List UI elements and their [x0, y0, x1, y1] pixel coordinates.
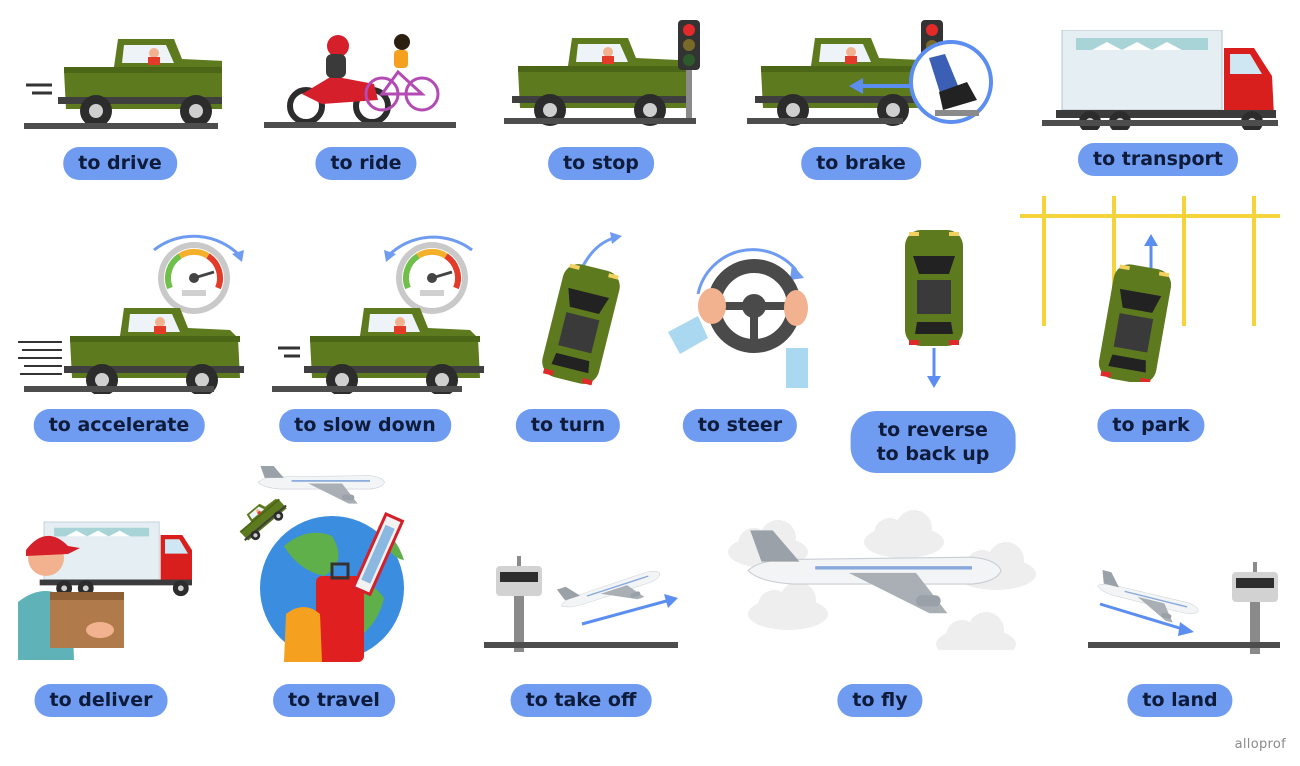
deliver-illustration	[18, 521, 192, 660]
bicycle-icon	[364, 34, 440, 112]
reverse-illustration	[905, 230, 963, 388]
label-steer: to steer	[682, 409, 798, 442]
jeep-icon	[304, 308, 484, 394]
park-illustration	[1020, 196, 1280, 382]
cloud-icon	[864, 510, 944, 558]
accelerate-illustration	[18, 234, 244, 394]
jeep-icon	[58, 39, 222, 127]
drive-illustration	[24, 39, 222, 129]
stop-illustration	[504, 20, 700, 126]
road	[504, 118, 696, 124]
fly-illustration	[728, 510, 1036, 650]
speedometer-icon	[158, 242, 230, 314]
road	[1042, 120, 1278, 126]
motion-lines-icon	[278, 346, 300, 358]
delivery-person-icon	[18, 535, 124, 660]
motion-lines-icon	[26, 83, 52, 95]
hands-icon	[668, 288, 808, 388]
label-stop: to stop	[548, 147, 654, 180]
counterclockwise-arrow-icon	[386, 235, 473, 258]
label-reverse: to reverse to back up	[850, 411, 1016, 473]
label-drive: to drive	[63, 147, 177, 180]
jeep-icon	[64, 308, 244, 394]
airplane-icon	[555, 557, 666, 623]
land-illustration	[1088, 562, 1280, 654]
road	[24, 123, 218, 129]
road	[24, 386, 214, 392]
traffic-light-icon	[678, 20, 700, 120]
curved-arrow-icon	[580, 236, 615, 269]
jeep-icon	[512, 38, 692, 126]
label-reverse-line1: to reverse	[878, 419, 988, 441]
runway	[484, 642, 678, 648]
label-park: to park	[1097, 409, 1205, 442]
brand-logo-text: alloprof	[1234, 737, 1286, 752]
car-top-view-icon	[538, 260, 624, 388]
car-top-view-icon	[905, 230, 963, 346]
arrow-up-right-icon	[581, 598, 671, 626]
road	[747, 118, 903, 124]
turn-illustration	[538, 232, 624, 388]
label-reverse-line2: to back up	[876, 443, 990, 465]
label-take-off: to take off	[510, 684, 652, 717]
steer-illustration	[668, 248, 808, 388]
cloud-icon	[936, 612, 1016, 650]
road	[264, 122, 456, 128]
jeep-icon	[755, 38, 935, 126]
brake-illustration	[747, 20, 993, 126]
road	[272, 386, 462, 392]
control-tower-icon	[496, 556, 542, 652]
slow-down-illustration	[272, 235, 484, 394]
cloud-icon	[748, 582, 828, 630]
ride-illustration	[264, 34, 456, 128]
airplane-icon	[257, 466, 385, 504]
label-brake: to brake	[801, 147, 921, 180]
truck-icon	[1055, 30, 1277, 130]
car-top-view-icon	[1096, 261, 1174, 382]
label-accelerate: to accelerate	[33, 409, 205, 442]
label-land: to land	[1127, 684, 1233, 717]
luggage-icon	[284, 562, 364, 662]
label-turn: to turn	[515, 409, 621, 442]
parking-lines	[1020, 196, 1280, 326]
travel-illustration	[232, 466, 405, 662]
cruise-ship-icon	[351, 512, 405, 597]
speedometer-icon	[396, 242, 468, 314]
label-ride: to ride	[315, 147, 417, 180]
runway	[1088, 642, 1280, 648]
label-deliver: to deliver	[34, 684, 168, 717]
label-transport: to transport	[1078, 143, 1238, 176]
foot-pedal-icon	[909, 40, 993, 124]
label-slow-down: to slow down	[279, 409, 451, 442]
label-fly: to fly	[837, 684, 923, 717]
label-travel: to travel	[273, 684, 395, 717]
arrow-down-right-icon	[1099, 602, 1187, 632]
clockwise-arrow-icon	[696, 248, 798, 295]
transport-illustration	[1042, 30, 1278, 130]
clockwise-arrow-icon	[153, 234, 242, 258]
take-off-illustration	[484, 556, 678, 652]
motion-lines-icon	[18, 341, 62, 375]
control-tower-icon	[1232, 562, 1278, 654]
